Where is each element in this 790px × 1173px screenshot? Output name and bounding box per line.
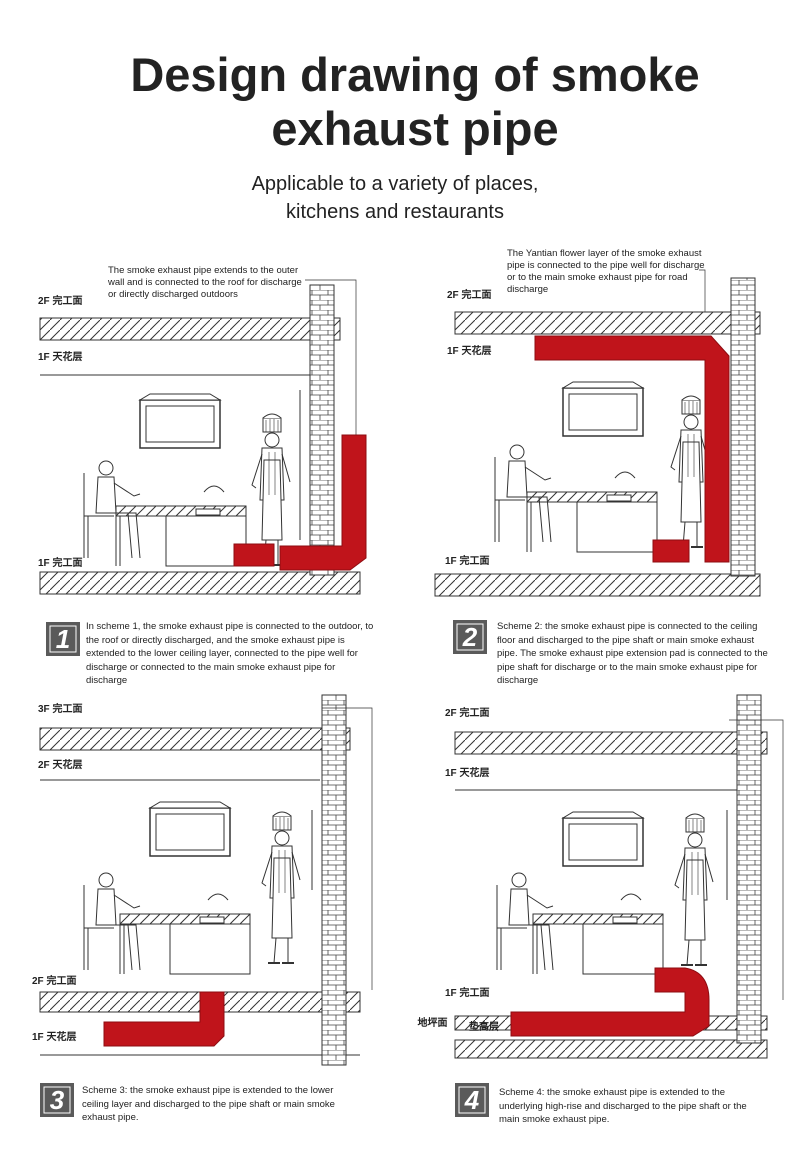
label-2f-finish: 2F 完工面 — [32, 974, 76, 987]
smoke-pipe-4 — [510, 967, 710, 1037]
scheme-2-panel: 2F 完工面 1F 天花层 1F 完工面 The Yantian flower … — [415, 240, 790, 686]
scheme-3-panel: 3F 完工面 2F 天花层 2F 完工面 1F 天花层 3 Scheme 3: … — [20, 690, 400, 1130]
badge-1-number: 1 — [55, 624, 71, 654]
title-line-2: exhaust pipe — [271, 102, 559, 155]
label-1f-ground: 1F 地坪面 — [415, 1016, 447, 1029]
scheme-1-caption: In scheme 1, the smoke exhaust pipe is c… — [86, 621, 374, 686]
badge-2-icon — [453, 620, 487, 654]
label-2f-finish: 2F 完工面 — [447, 288, 491, 301]
page-title: Design drawing of smoke exhaust pipe — [0, 48, 790, 156]
badge-1-icon — [46, 622, 80, 656]
label-1f-ceiling: 1F 天花层 — [445, 766, 489, 779]
scheme-4-caption: Scheme 4: the smoke exhaust pipe is exte… — [499, 1087, 747, 1125]
scheme-2-note: The Yantian flower layer of the smoke ex… — [507, 248, 705, 295]
label-raised-layer: 垫高层 — [469, 1020, 499, 1033]
label-2f-finish: 2F 完工面 — [445, 706, 489, 719]
scheme-1-panel: 2F 完工面 1F 天花层 1F 完工面 The smoke exhaust p… — [20, 240, 400, 686]
badge-4-icon — [455, 1083, 489, 1117]
scheme-2-caption: Scheme 2: the smoke exhaust pipe is conn… — [497, 621, 768, 686]
smoke-pipe-2 — [534, 335, 730, 563]
label-1f-finish: 1F 完工面 — [445, 986, 489, 999]
scheme-3-drawing: 3F 完工面 2F 天花层 2F 完工面 1F 天花层 — [32, 694, 373, 1066]
scheme-4-panel: 2F 完工面 1F 天花层 1F 完工面 1F 地坪面 垫高层 4 Scheme… — [415, 690, 790, 1130]
smoke-pipe-1 — [233, 434, 367, 571]
label-1f-ceiling: 1F 天花层 — [32, 1030, 76, 1043]
title-line-1: Design drawing of smoke — [130, 48, 700, 101]
page-subtitle: Applicable to a variety of places, kitch… — [0, 170, 790, 226]
badge-3-number: 3 — [49, 1085, 65, 1115]
label-1f-ceiling: 1F 天花层 — [38, 350, 82, 363]
scheme-3-caption: Scheme 3: the smoke exhaust pipe is exte… — [82, 1085, 335, 1123]
label-3f-finish: 3F 完工面 — [38, 702, 82, 715]
label-2f-ceiling: 2F 天花层 — [38, 758, 82, 771]
label-1f-finish: 1F 完工面 — [445, 554, 489, 567]
scheme-1-note: The smoke exhaust pipe extends to the ou… — [108, 265, 302, 300]
badge-3-icon — [40, 1083, 74, 1117]
badge-4-number: 4 — [464, 1085, 480, 1115]
subtitle-line-2: kitchens and restaurants — [286, 201, 504, 223]
label-2f-finish: 2F 完工面 — [38, 294, 82, 307]
label-1f-ceiling: 1F 天花层 — [447, 344, 491, 357]
subtitle-line-1: Applicable to a variety of places, — [251, 173, 539, 195]
badge-2-number: 2 — [462, 622, 478, 652]
smoke-pipe-3 — [103, 991, 225, 1047]
scheme-1-drawing: 2F 完工面 1F 天花层 1F 完工面 — [38, 279, 367, 595]
scheme-2-drawing: 2F 完工面 1F 天花层 1F 完工面 — [434, 269, 761, 597]
label-1f-finish: 1F 完工面 — [38, 556, 82, 569]
scheme-4-drawing: 2F 完工面 1F 天花层 1F 完工面 1F 地坪面 垫高层 — [415, 694, 784, 1059]
